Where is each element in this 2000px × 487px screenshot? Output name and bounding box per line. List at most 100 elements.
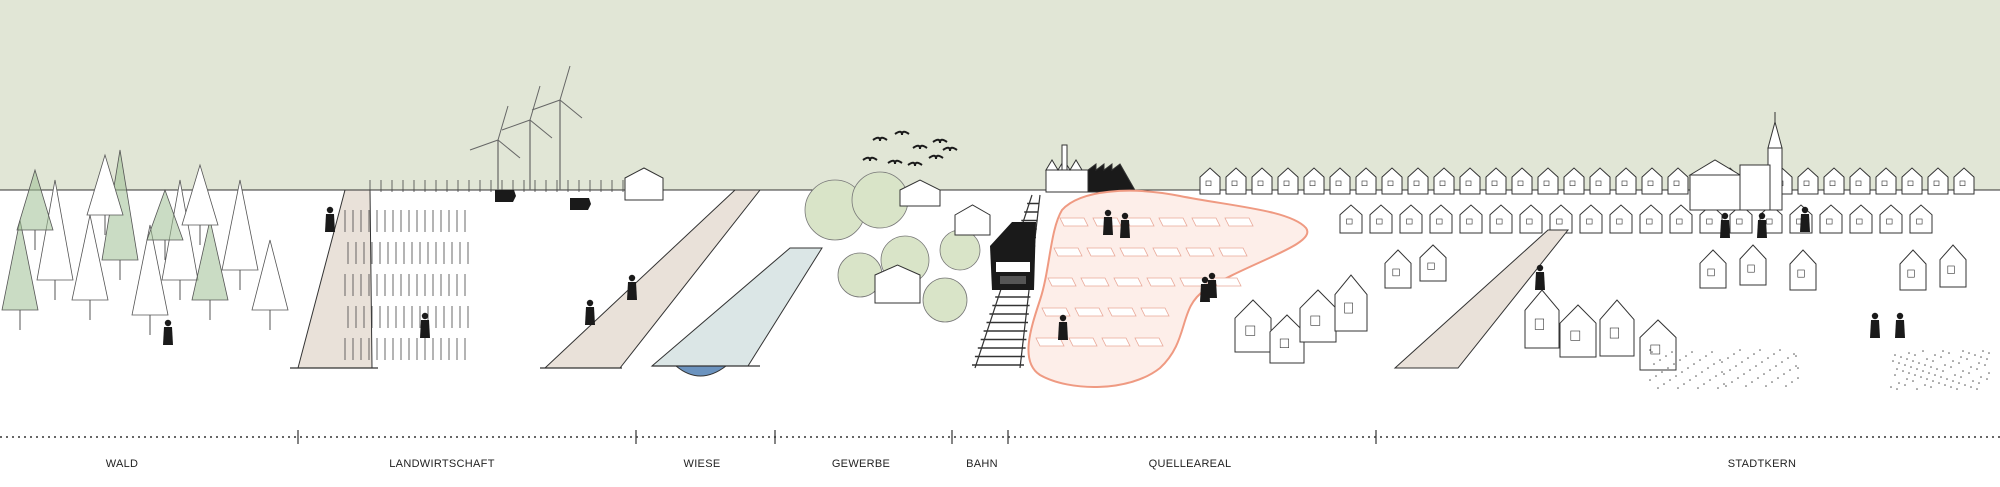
town-house	[1329, 167, 1351, 195]
garden-stipple	[1976, 388, 1978, 390]
garden-stipple	[1982, 350, 1984, 352]
garden-stipple	[1958, 382, 1960, 384]
train-icon	[990, 222, 1036, 290]
town-house	[1953, 167, 1975, 195]
town-house	[1669, 204, 1693, 234]
garden-stipple	[1739, 349, 1741, 351]
garden-stipple	[1958, 362, 1960, 364]
garden-stipple	[1685, 355, 1687, 357]
garden-stipple	[1898, 382, 1900, 384]
garden-stipple	[1653, 363, 1655, 365]
garden-stipple	[1715, 375, 1717, 377]
deciduous-tree	[939, 229, 981, 271]
garden-stipple	[1721, 371, 1723, 373]
town-house	[1699, 249, 1727, 289]
garden-stipple	[1683, 383, 1685, 385]
garden-stipple	[1727, 357, 1729, 359]
garden-stipple	[1779, 349, 1781, 351]
garden-stipple	[1942, 350, 1944, 352]
garden-stipple	[1717, 387, 1719, 389]
garden-stipple	[1976, 368, 1978, 370]
shed-building	[954, 204, 991, 236]
quelleareal-outline	[1027, 189, 1309, 388]
garden-stipple	[1962, 350, 1964, 352]
town-house	[1789, 249, 1817, 291]
garden-stipple	[1697, 387, 1699, 389]
town-house	[1615, 167, 1637, 195]
zone-label-landwirtschaft: LANDWIRTSCHAFT	[389, 458, 494, 470]
quelleareal-block	[1224, 217, 1254, 227]
quelleareal-block	[1119, 247, 1149, 257]
pine-tree	[86, 153, 124, 235]
town-house	[1519, 204, 1543, 234]
town-house	[1579, 204, 1603, 234]
garden-stipple	[1912, 380, 1914, 382]
town-house	[1667, 167, 1689, 195]
town-house	[1589, 167, 1611, 195]
garden-stipple	[1759, 349, 1761, 351]
garden-stipple	[1960, 356, 1962, 358]
person-silhouette	[163, 319, 173, 345]
garden-stipple	[1904, 384, 1906, 386]
quelleareal-block	[1086, 247, 1116, 257]
garden-stipple	[1956, 388, 1958, 390]
garden-stipple	[1705, 355, 1707, 357]
garden-stipple	[1789, 369, 1791, 371]
town-house	[1459, 204, 1483, 234]
pine-tree	[221, 179, 259, 290]
shed-building	[874, 264, 921, 304]
town-house	[1823, 167, 1845, 195]
garden-stipple	[1725, 385, 1727, 387]
garden-stipple	[1747, 357, 1749, 359]
town-house	[1599, 299, 1635, 357]
garden-stipple	[1932, 380, 1934, 382]
town-house	[1511, 167, 1533, 195]
quelleareal-block	[1140, 307, 1170, 317]
garden-stipple	[1667, 367, 1669, 369]
garden-stipple	[1934, 354, 1936, 356]
garden-stipple	[1773, 353, 1775, 355]
person-silhouette	[627, 274, 637, 300]
garden-stipple	[1649, 379, 1651, 381]
town-house	[1199, 167, 1221, 195]
garden-stipple	[1930, 386, 1932, 388]
zone-label-wald: WALD	[106, 458, 139, 470]
garden-stipple	[1970, 386, 1972, 388]
garden-stipple	[1942, 370, 1944, 372]
town-house	[1269, 314, 1305, 364]
town-path	[1393, 229, 1570, 369]
town-house	[1334, 274, 1368, 332]
garden-stipple	[1948, 352, 1950, 354]
town-house	[1797, 167, 1819, 195]
deciduous-tree	[922, 277, 968, 323]
cow-silhouette	[495, 190, 516, 202]
garden-stipple	[1908, 372, 1910, 374]
town-house	[1429, 204, 1453, 234]
garden-stipple	[1986, 378, 1988, 380]
garden-stipple	[1659, 359, 1661, 361]
garden-stipple	[1765, 385, 1767, 387]
garden-stipple	[1940, 356, 1942, 358]
garden-stipple	[1771, 381, 1773, 383]
garden-stipple	[1924, 384, 1926, 386]
garden-stipple	[1795, 355, 1797, 357]
quelleareal-block	[1218, 247, 1248, 257]
garden-stipple	[1673, 363, 1675, 365]
quelleareal-block	[1113, 277, 1143, 287]
garden-stipple	[1984, 364, 1986, 366]
person-silhouette	[1535, 264, 1545, 290]
town-house	[1489, 204, 1513, 234]
allotment-gardens	[1649, 349, 1990, 390]
town-house	[1459, 167, 1481, 195]
garden-stipple	[1665, 355, 1667, 357]
garden-stipple	[1797, 367, 1799, 369]
person-silhouette	[1800, 206, 1810, 232]
pine-tree	[71, 214, 109, 320]
garden-stipple	[1751, 381, 1753, 383]
town-house	[1433, 167, 1455, 195]
town-house	[1277, 167, 1299, 195]
garden-stipple	[1938, 382, 1940, 384]
zone-label-wiese: WIESE	[684, 458, 721, 470]
quelleareal-block	[1152, 247, 1182, 257]
